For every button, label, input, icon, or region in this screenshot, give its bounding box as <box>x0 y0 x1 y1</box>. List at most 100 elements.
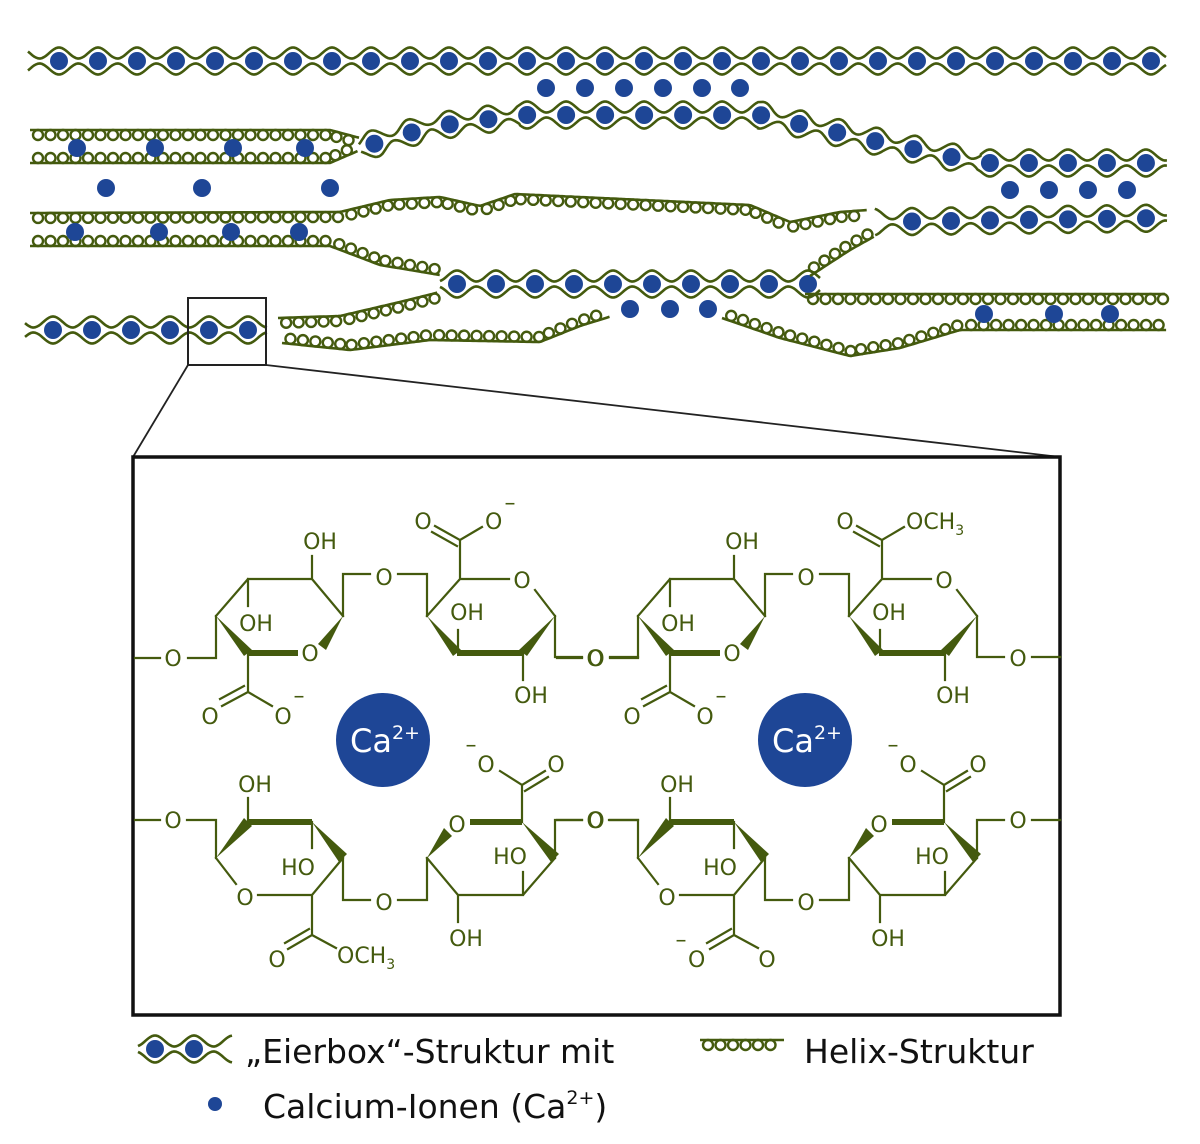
oh-label: OH <box>872 601 906 626</box>
calcium-ion-dot <box>66 223 84 241</box>
helix-loop <box>340 144 354 157</box>
calcium-ion-dot <box>365 134 384 153</box>
helix-loop <box>614 197 627 211</box>
oh-label: OH <box>936 684 970 709</box>
helix-loop <box>343 312 356 326</box>
helix-loop <box>181 234 195 248</box>
helix-loop <box>430 196 443 209</box>
oh-label: OH <box>725 530 759 555</box>
carboxyl-group-label: OCH3 <box>906 510 964 539</box>
helix-loop <box>292 316 305 329</box>
helix-loop <box>144 128 157 142</box>
helix-loop <box>714 1038 727 1052</box>
helix-loop <box>119 128 132 142</box>
helix-loop <box>31 151 45 165</box>
eggbox-strand-line <box>24 331 268 345</box>
helix-loop <box>1139 318 1153 332</box>
helix-loop <box>739 1038 752 1052</box>
oxygen-link-label: O <box>164 809 181 834</box>
calcium-ion-dot <box>1136 209 1155 228</box>
calcium-ion-dot <box>713 106 732 124</box>
calcium-ion-dot <box>596 52 614 70</box>
calcium-ion-dot <box>1136 154 1155 172</box>
zoom-selection-box <box>187 297 267 366</box>
calcium-ion-label: Ca2+ <box>350 722 420 760</box>
helix-loop <box>939 323 952 336</box>
helix-loop <box>539 194 552 207</box>
helix-loop <box>331 210 345 224</box>
calcium-ion-dot <box>290 223 308 241</box>
helix-loop <box>393 198 406 211</box>
helix-loop <box>1014 318 1028 332</box>
legend-eggbox-label: „Eierbox“-Struktur mit <box>245 1032 614 1071</box>
helix-loop <box>244 234 257 248</box>
helix-loop <box>342 133 355 147</box>
helix-loop <box>1131 292 1145 306</box>
calcium-ion-dot <box>643 275 661 293</box>
helix-loop <box>601 197 615 210</box>
helix-loop <box>131 234 145 248</box>
helix-loop <box>1152 318 1165 332</box>
calcium-ion-dot <box>1019 210 1038 229</box>
helix-loop <box>869 292 882 306</box>
helix-loop <box>565 317 579 331</box>
calcium-ion-dot <box>1097 209 1116 228</box>
helix-loop <box>81 128 95 142</box>
oh-label: OH <box>303 530 337 555</box>
carboxyl-o-label: O <box>201 705 218 730</box>
calcium-ion-dot <box>1045 305 1063 323</box>
oxygen-link-label: O <box>1009 809 1026 834</box>
oh-label: OH <box>449 927 483 952</box>
calcium-ion-dot <box>83 321 101 339</box>
helix-loop <box>787 220 800 233</box>
carboxyl-o-label: O <box>836 510 853 535</box>
calcium-ion-dot <box>487 275 505 293</box>
helix-loop <box>329 149 342 162</box>
helix-loop <box>504 194 517 208</box>
calcium-ion-dot <box>440 52 458 70</box>
helix-loop <box>256 151 270 165</box>
helix-loop <box>1002 318 1015 332</box>
ho-label: HO <box>281 856 315 881</box>
helix-loop <box>906 292 920 306</box>
helix-loop <box>279 316 293 329</box>
helix-loop <box>428 262 441 276</box>
helix-loop <box>589 309 603 322</box>
helix-loop <box>903 333 916 347</box>
eggbox-strand-line <box>874 203 1168 221</box>
calcium-ion-dot <box>167 52 185 70</box>
helix-loop <box>1119 292 1132 306</box>
negative-charge: – <box>466 733 477 758</box>
helix-loop <box>701 1038 715 1052</box>
helix-loop <box>927 326 940 339</box>
helix-loop <box>219 151 232 165</box>
calcium-ion-dot <box>713 52 731 70</box>
helix-loop <box>281 151 295 165</box>
calcium-ion-dot <box>1064 52 1082 70</box>
helix-loop <box>576 195 590 209</box>
helix-loop <box>749 206 762 220</box>
helix-loop <box>269 128 282 142</box>
helix-loop <box>1006 292 1020 306</box>
helix-loop <box>94 128 107 142</box>
carboxyl-o-label: O <box>547 753 564 778</box>
helix-loop <box>319 128 332 142</box>
helix-loop <box>689 201 702 214</box>
helix-loop <box>1144 292 1157 306</box>
helix-loop <box>94 234 107 248</box>
helix-loop <box>334 337 347 351</box>
helix-loop <box>269 151 282 165</box>
helix-loop <box>405 197 419 210</box>
helix-loop <box>850 234 863 247</box>
calcium-ion: Ca2+ <box>758 693 852 787</box>
helix-loop <box>839 240 852 254</box>
calcium-ion-dot <box>402 123 421 142</box>
calcium-ion-dot <box>1058 154 1077 172</box>
calcium-ion-dot <box>193 179 211 197</box>
helix-loop <box>856 292 870 306</box>
oxygen-link-label: O <box>586 647 603 672</box>
helix-loop <box>284 332 297 346</box>
carboxylate-o-label: O <box>696 705 713 730</box>
helix-loop <box>382 333 395 347</box>
helix-loop <box>676 200 690 214</box>
